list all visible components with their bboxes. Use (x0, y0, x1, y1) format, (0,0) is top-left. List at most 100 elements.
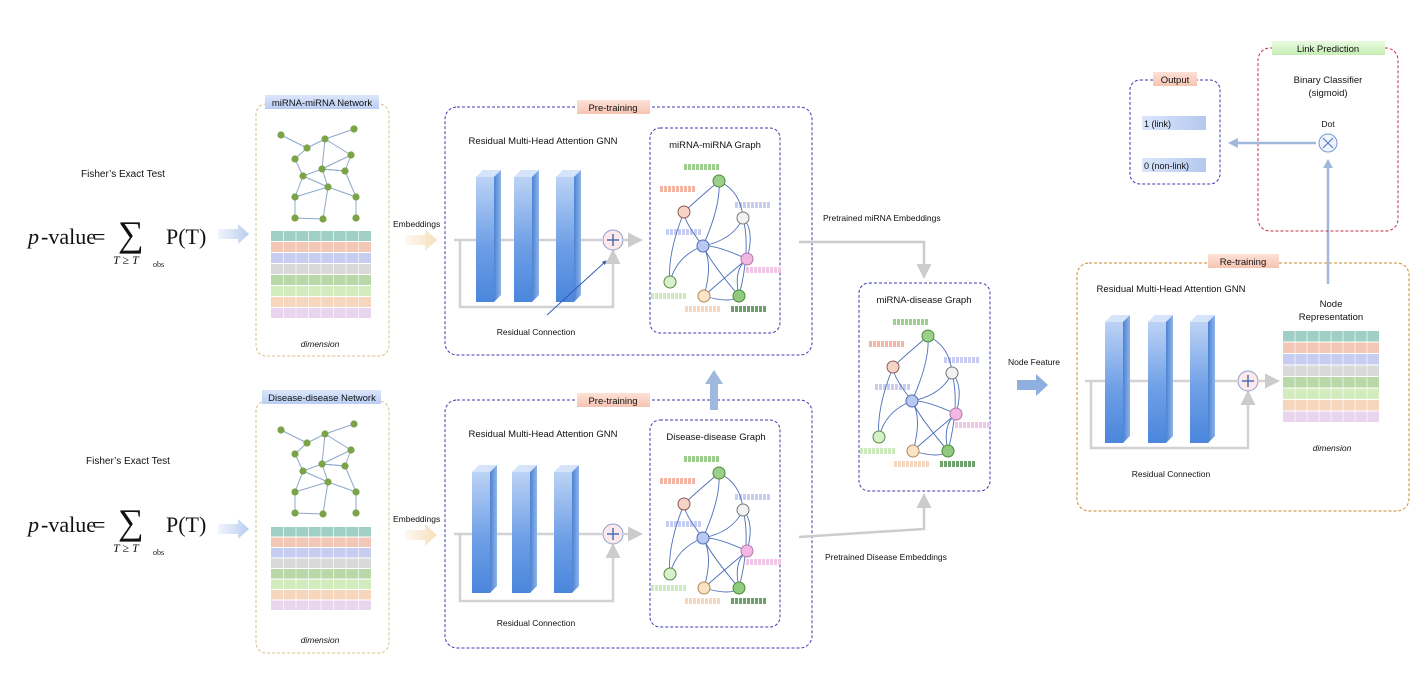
feature-cell (694, 521, 697, 527)
layer-top (476, 170, 501, 177)
feature-cell (684, 456, 687, 462)
block-tag (577, 100, 650, 114)
feature-cell (884, 448, 887, 454)
graph-title: miRNA-miRNA Graph (669, 140, 761, 151)
graph-node (872, 430, 886, 444)
connector-line (799, 240, 932, 279)
network-edge (324, 128, 355, 140)
embedding-matrix (271, 231, 371, 318)
feature-cell (746, 559, 749, 565)
feature-cell (693, 598, 696, 604)
feature-cell (907, 384, 910, 390)
network-edge (302, 175, 329, 188)
feature-cell (670, 229, 673, 235)
feature-cell (697, 306, 700, 312)
sum-subscript-obs: obs (153, 548, 164, 557)
feature-cell (685, 306, 688, 312)
feature-cell (893, 319, 896, 325)
network-node (347, 151, 355, 159)
feature-cell (696, 164, 699, 170)
attention-edge (878, 400, 913, 438)
feature-cell (763, 494, 766, 500)
embeddings-arrow-bottom: Embeddings (393, 514, 440, 546)
layer-top (1190, 315, 1215, 322)
feature-cell (940, 461, 943, 467)
network-node (350, 125, 358, 133)
network-node (350, 420, 358, 428)
fisher-title: Fisher’s Exact Test (86, 456, 170, 467)
feature-cell (717, 306, 720, 312)
feature-cell (655, 585, 658, 591)
feature-cell (676, 186, 679, 192)
mirna-network-panel: miRNA-miRNA Network dimension (255, 95, 390, 357)
graph-node (949, 407, 963, 421)
node-representation-matrix (1283, 331, 1379, 422)
graph-box (858, 282, 991, 492)
feature-cell (678, 229, 681, 235)
feature-cell (688, 186, 691, 192)
attention-edge (702, 180, 720, 247)
feature-cell (693, 306, 696, 312)
feature-cell (705, 598, 708, 604)
attention-edge (876, 366, 894, 438)
network-node (303, 144, 311, 152)
feature-cell (666, 229, 669, 235)
output-block: Output 1 (link) 0 (non-link) (1129, 72, 1221, 185)
network-node (324, 183, 332, 191)
feature-cell (716, 456, 719, 462)
layer-top (1105, 315, 1130, 322)
gnn-layer (1105, 322, 1123, 443)
graph-node (663, 275, 677, 289)
attention-edge (669, 245, 704, 283)
feature-cell (750, 267, 753, 273)
nonlink-output-label: 0 (non-link) (1144, 161, 1189, 171)
feature-cell (735, 306, 738, 312)
feature-cell (689, 306, 692, 312)
dimension-label: dimension (1313, 443, 1352, 453)
panel-border (255, 103, 390, 357)
graph-title: miRNA-disease Graph (876, 295, 971, 306)
feature-cell (898, 461, 901, 467)
feature-cell (959, 422, 962, 428)
feature-cell (903, 384, 906, 390)
network-edge (324, 423, 355, 435)
graph-node (906, 444, 920, 458)
feature-cell (686, 521, 689, 527)
feature-cell (747, 494, 750, 500)
network-edge (294, 481, 329, 493)
feature-cell (944, 357, 947, 363)
feature-cell (774, 559, 777, 565)
gnn-title: Residual Multi-Head Attention GNN (1097, 284, 1246, 295)
feature-cell (971, 422, 974, 428)
graph-node (921, 329, 935, 343)
feature-cell (868, 448, 871, 454)
feature-cell (901, 341, 904, 347)
network-node (324, 478, 332, 486)
feature-cell (759, 494, 762, 500)
feature-cell (778, 267, 781, 273)
feature-cell (763, 202, 766, 208)
feature-cell (972, 461, 975, 467)
gnn-stack (454, 170, 643, 309)
feature-cell (747, 306, 750, 312)
gnn-layer (476, 177, 494, 302)
feature-cell (688, 478, 691, 484)
residual-pointer (546, 260, 607, 316)
feature-cell (698, 521, 701, 527)
layer-side (1208, 315, 1215, 443)
network-node (291, 155, 299, 163)
feature-cell (746, 267, 749, 273)
feature-cell (709, 598, 712, 604)
feature-cell (747, 202, 750, 208)
feature-cell (751, 598, 754, 604)
feature-cell (675, 585, 678, 591)
network-edge (324, 433, 352, 451)
feature-cell (709, 306, 712, 312)
dot-to-output-arrowhead (1228, 138, 1238, 148)
network-node (299, 172, 307, 180)
feature-cell (739, 306, 742, 312)
feature-cell (701, 306, 704, 312)
network-edge (280, 429, 308, 444)
feature-cell (674, 521, 677, 527)
feature-cell (979, 422, 982, 428)
